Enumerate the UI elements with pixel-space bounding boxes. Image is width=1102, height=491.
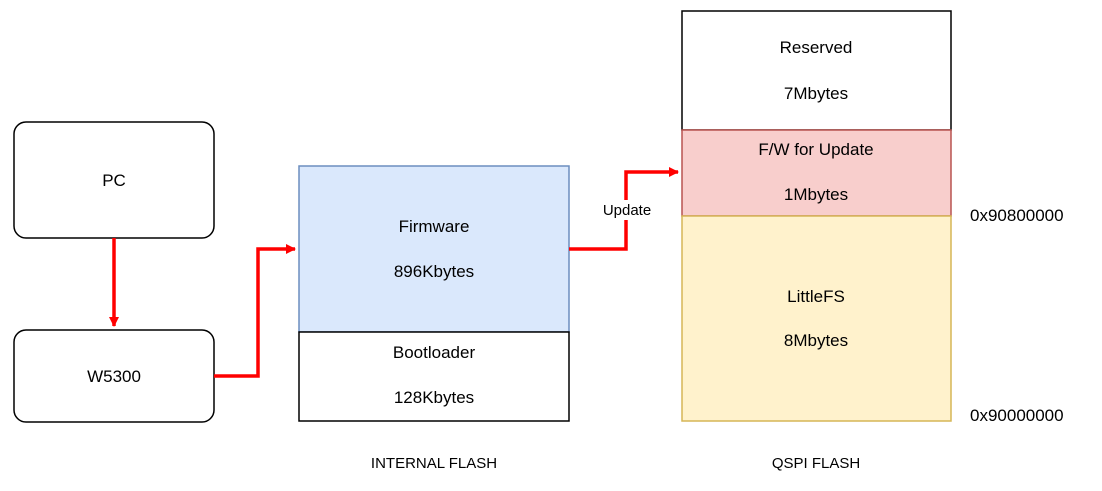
firmware-name: Firmware [399,217,470,236]
reserved-block: Reserved 7Mbytes [681,10,952,131]
littlefs-size: 8Mbytes [784,331,848,350]
arrow-w5300-to-firmware [214,244,296,378]
update-label: Update [603,202,651,219]
bootloader-size: 128Kbytes [394,388,474,407]
firmware-block: Firmware 896Kbytes [298,165,570,333]
fw-update-block: F/W for Update 1Mbytes [681,129,952,217]
pc-node: PC [13,121,215,239]
fw-update-name: F/W for Update [758,140,873,159]
internal-flash-caption: INTERNAL FLASH [371,455,497,472]
fw-update-size: 1Mbytes [784,185,848,204]
qspi-flash-caption: QSPI FLASH [772,455,860,472]
update-label-bg [596,200,658,220]
w5300-label: W5300 [87,367,141,386]
littlefs-block: LittleFS 8Mbytes [681,215,952,422]
littlefs-name: LittleFS [787,287,845,306]
address-upper: 0x90800000 [970,206,1064,225]
address-lower: 0x90000000 [970,406,1064,425]
reserved-size: 7Mbytes [784,84,848,103]
w5300-node: W5300 [13,329,215,423]
bootloader-name: Bootloader [393,343,476,362]
firmware-size: 896Kbytes [394,262,474,281]
bootloader-block: Bootloader 128Kbytes [298,331,570,422]
reserved-name: Reserved [780,38,853,57]
pc-label: PC [102,171,126,190]
